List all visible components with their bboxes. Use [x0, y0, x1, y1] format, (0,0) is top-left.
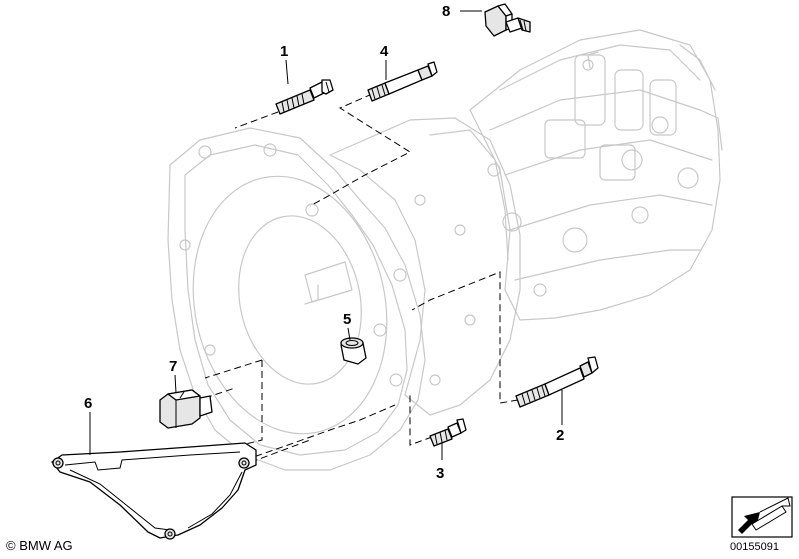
assembly-lines [204, 93, 519, 471]
callout-5: 5 [343, 311, 351, 328]
diagram-number: 00155091 [730, 541, 779, 553]
copyright-text: © BMW AG [6, 538, 73, 553]
part-1-bolt[interactable] [275, 79, 334, 115]
part-8-switch[interactable] [484, 3, 531, 37]
part-3-bolt[interactable] [429, 418, 467, 447]
arrow-badge-icon [731, 496, 793, 538]
callouts: 1 2 3 4 5 6 7 8 [84, 3, 564, 482]
callout-3: 3 [436, 465, 444, 482]
callout-6: 6 [84, 395, 92, 412]
callout-1: 1 [280, 43, 288, 60]
callout-4: 4 [380, 43, 389, 60]
part-6-cover-plate[interactable] [51, 442, 257, 540]
leader-lines [89, 10, 563, 460]
part-7-sensor[interactable] [159, 389, 213, 429]
part-4-stud[interactable] [367, 61, 438, 102]
part-5-bushing[interactable] [340, 337, 367, 365]
callout-2: 2 [556, 427, 564, 444]
callout-7: 7 [169, 358, 177, 375]
transmission-housing [167, 29, 723, 471]
callout-8: 8 [442, 3, 450, 20]
part-2-bolt[interactable] [515, 356, 599, 408]
